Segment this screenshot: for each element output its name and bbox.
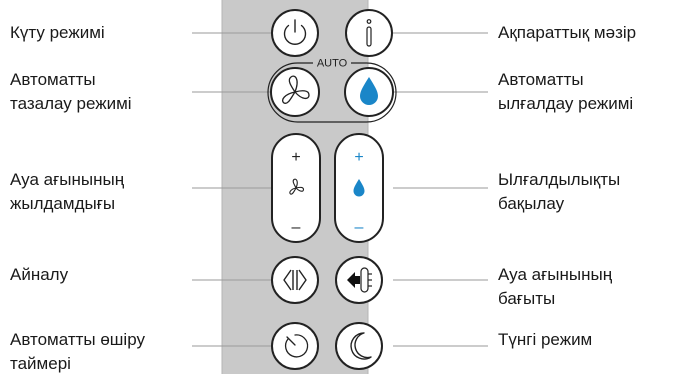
night-mode-button[interactable] — [335, 322, 383, 370]
fan-icon — [281, 75, 310, 104]
info-menu-button[interactable] — [345, 9, 393, 57]
label-oscillation: Айналу — [10, 263, 68, 287]
label-line: Автоматты өшіру — [10, 330, 145, 349]
humidity-plus[interactable]: + — [354, 149, 363, 166]
airflow-direction-icon — [347, 267, 372, 293]
humidity-control[interactable]: + – — [334, 133, 384, 243]
auto-label: AUTO — [317, 58, 348, 70]
water-drop-small-icon — [353, 179, 365, 197]
leader-lines — [192, 32, 488, 347]
label-line: жылдамдығы — [10, 194, 116, 213]
label-line: Автоматты — [498, 70, 584, 89]
label-night-mode: Түнгі режим — [498, 328, 592, 352]
label-auto-purify: Автоматты тазалау режимі — [10, 68, 132, 116]
label-line: Түнгі режим — [498, 330, 593, 349]
label-line: ылғалдау режимі — [498, 94, 634, 113]
oscillation-button[interactable] — [271, 256, 319, 304]
label-info-menu: Ақпараттық мәзір — [498, 21, 636, 45]
label-line: бағыты — [498, 289, 556, 308]
oscillation-icon — [283, 269, 307, 291]
auto-purify-button[interactable] — [270, 67, 320, 117]
label-line: Ақпараттық мәзір — [498, 23, 637, 42]
label-humidity-control: Ылғалдылықты бақылау — [498, 168, 620, 216]
airflow-speed-plus[interactable]: + — [291, 149, 300, 166]
label-line: таймері — [10, 354, 71, 373]
label-line: Ауа ағынының — [498, 265, 613, 284]
info-icon — [366, 19, 372, 47]
label-line: Айналу — [10, 265, 69, 284]
label-sleep-timer: Автоматты өшіру таймері — [10, 328, 145, 376]
fan-small-icon — [289, 178, 305, 195]
airflow-speed-minus[interactable]: – — [292, 219, 301, 236]
auto-label-bg — [313, 57, 351, 69]
power-icon — [283, 19, 307, 45]
moon-icon — [350, 332, 372, 360]
standby-button[interactable] — [271, 9, 319, 57]
water-drop-icon — [360, 77, 378, 105]
sleep-timer-button[interactable] — [271, 322, 319, 370]
label-line: Ауа ағынының — [10, 170, 125, 189]
airflow-direction-button[interactable] — [335, 256, 383, 304]
label-line: Автоматты — [10, 70, 96, 89]
label-line: бақылау — [498, 194, 565, 213]
auto-humidify-button[interactable] — [344, 67, 394, 117]
label-line: тазалау режимі — [10, 94, 132, 113]
airflow-speed-control[interactable]: + – — [271, 133, 321, 243]
label-standby: Күту режимі — [10, 21, 105, 45]
label-line: Ылғалдылықты — [498, 170, 621, 189]
label-line: Күту режимі — [10, 23, 105, 42]
timer-icon — [284, 334, 309, 358]
humidity-minus[interactable]: – — [355, 219, 364, 236]
label-airflow-direction: Ауа ағынының бағыты — [498, 263, 612, 311]
label-auto-humidify: Автоматты ылғалдау режимі — [498, 68, 633, 116]
label-airflow-speed: Ауа ағынының жылдамдығы — [10, 168, 124, 216]
